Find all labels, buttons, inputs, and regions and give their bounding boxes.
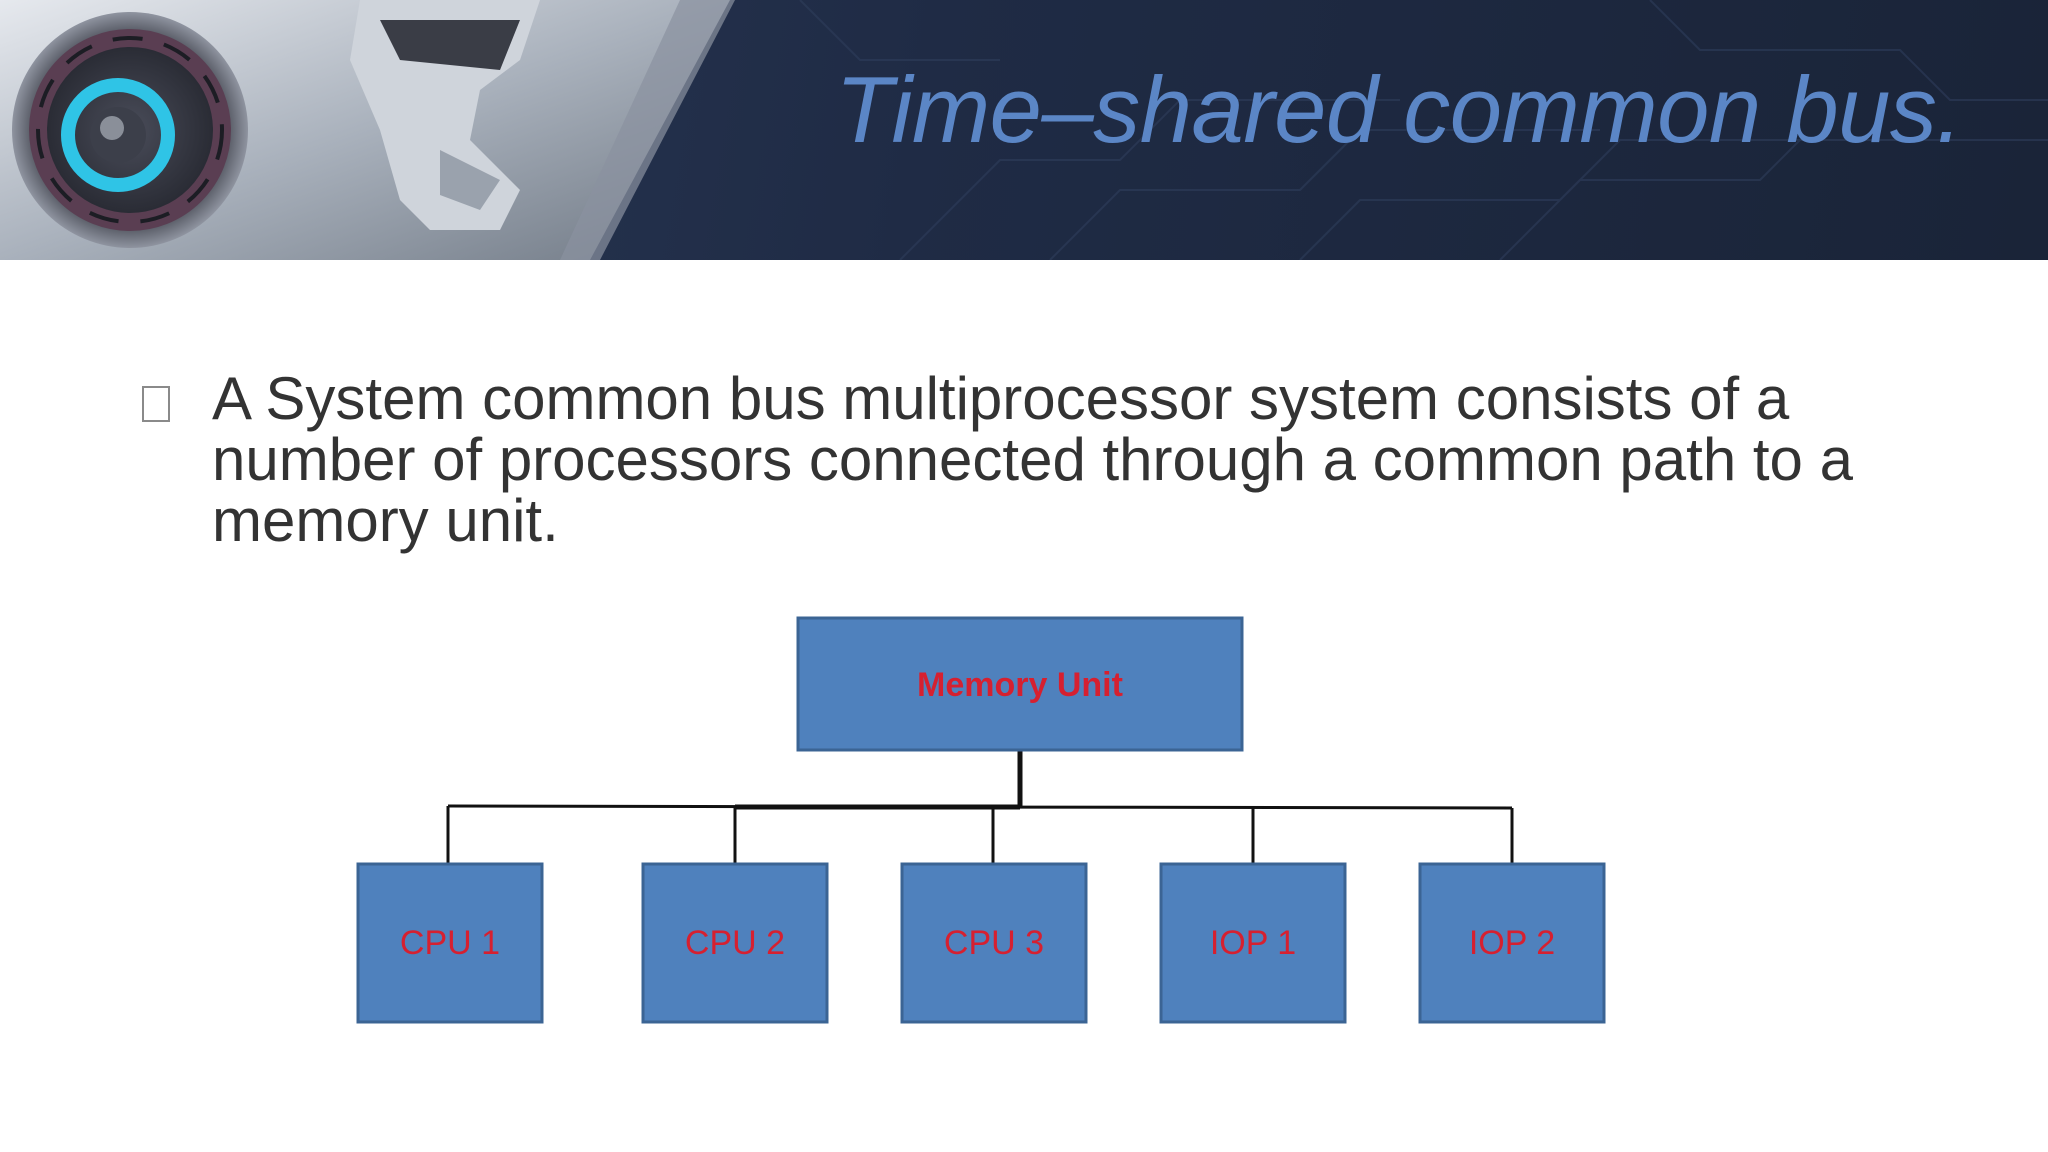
cpu-3-label: CPU 3 xyxy=(944,924,1044,962)
slide-title: Time–shared common bus. xyxy=(835,57,1962,162)
cpu-1-label: CPU 1 xyxy=(400,924,500,962)
cpu-3-node: CPU 3 xyxy=(900,862,1088,1024)
iop-2-node: IOP 2 xyxy=(1418,862,1606,1024)
cpu-1-node: CPU 1 xyxy=(356,862,544,1024)
robot-head-icon xyxy=(0,0,735,260)
hollow-square-bullet-icon xyxy=(142,386,170,422)
header-pattern xyxy=(799,0,2048,260)
memory-unit-node: Memory Unit xyxy=(796,616,1244,752)
cpu-2-label: CPU 2 xyxy=(685,924,785,962)
cpu-2-node: CPU 2 xyxy=(641,862,829,1024)
bullet-text: A System common bus multiprocessor syste… xyxy=(212,365,1853,554)
bus-lines xyxy=(446,750,1514,864)
iop-1-node: IOP 1 xyxy=(1159,862,1347,1024)
iop-2-label: IOP 2 xyxy=(1469,924,1555,962)
bullet-item: A System common bus multiprocessor syste… xyxy=(142,368,1962,551)
memory-unit-label: Memory Unit xyxy=(917,666,1123,704)
iop-1-label: IOP 1 xyxy=(1210,924,1296,962)
header-banner: Time–shared common bus. xyxy=(0,0,2048,260)
